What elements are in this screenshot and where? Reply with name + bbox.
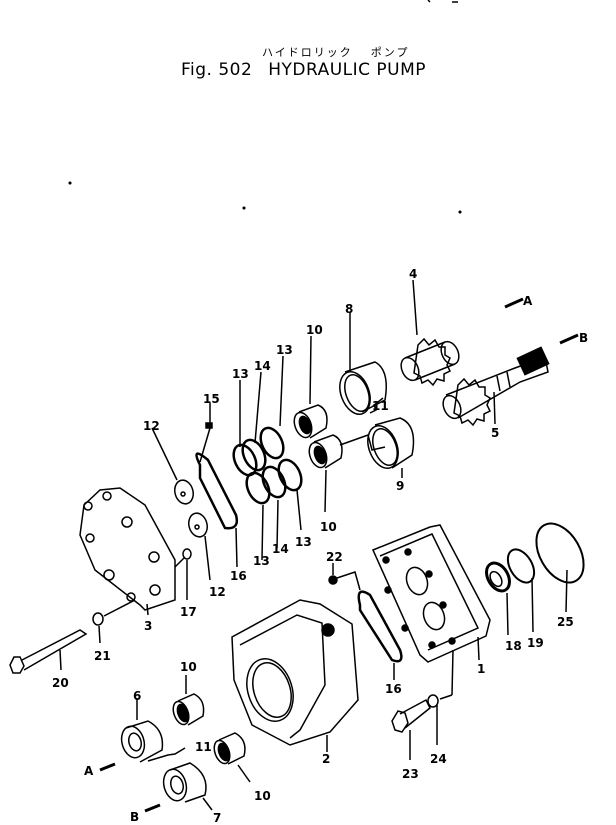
callout-5: 5 bbox=[491, 426, 500, 440]
part-6-7-lower-bushings bbox=[99, 675, 251, 813]
part-22-plug bbox=[328, 563, 361, 591]
title-jp-word-2: ポンプ bbox=[370, 46, 410, 59]
part-1-rear-cover bbox=[371, 524, 491, 696]
title-japanese: ハイドロリック ポンプ bbox=[262, 44, 409, 60]
part-12-wear-plates bbox=[151, 427, 211, 581]
callout-19: 19 bbox=[527, 636, 544, 650]
callout-13-a: 13 bbox=[232, 367, 249, 381]
callout-16-a: 16 bbox=[230, 569, 247, 583]
figure-title-text: HYDRAULIC PUMP bbox=[268, 60, 427, 80]
part-23-24-bolt-washer bbox=[391, 694, 453, 760]
callout-10-upper: 10 bbox=[306, 323, 323, 337]
part-9-bushing bbox=[367, 417, 415, 478]
callout-13-d: 13 bbox=[253, 554, 270, 568]
callout-20: 20 bbox=[52, 676, 69, 690]
callout-16-b: 16 bbox=[385, 682, 402, 696]
callout-arrow-b-lower: B bbox=[130, 810, 140, 824]
callout-4: 4 bbox=[409, 267, 418, 281]
callout-arrow-a: A bbox=[523, 294, 533, 308]
callout-24: 24 bbox=[430, 752, 447, 766]
part-3-front-cover bbox=[79, 487, 192, 616]
callout-10-lower-a: 10 bbox=[180, 660, 197, 674]
callout-arrow-b: B bbox=[579, 331, 589, 345]
callout-14-a: 14 bbox=[254, 359, 271, 373]
callout-9: 9 bbox=[396, 479, 405, 493]
callout-1: 1 bbox=[477, 662, 486, 676]
callout-11-lower: 11 bbox=[195, 740, 212, 754]
part-16-rear-gasket bbox=[357, 590, 403, 663]
callout-25: 25 bbox=[557, 615, 574, 629]
figure-number: Fig. 502 bbox=[181, 60, 253, 80]
callout-22: 22 bbox=[326, 550, 343, 564]
callout-12-b: 12 bbox=[209, 585, 226, 599]
callout-arrow-a-lower: A bbox=[84, 764, 94, 778]
callout-15: 15 bbox=[203, 392, 220, 406]
callout-11-upper: 11 bbox=[372, 399, 389, 413]
title-jp-word-1: ハイドロリック bbox=[262, 46, 353, 59]
callout-12-a: 12 bbox=[143, 419, 160, 433]
callout-2: 2 bbox=[322, 752, 331, 766]
callout-21: 21 bbox=[94, 649, 111, 663]
part-20-21-bolt-washer bbox=[9, 599, 136, 674]
part-8-bushing bbox=[339, 312, 387, 415]
part-2-gear-housing bbox=[231, 599, 359, 752]
part-18-19-25-seals bbox=[485, 522, 585, 636]
callout-10-lower-b: 10 bbox=[254, 789, 271, 803]
figure-title: Fig. 502 HYDRAULIC PUMP bbox=[181, 60, 426, 80]
part-5-drive-shaft bbox=[442, 346, 550, 427]
part-4-driven-gear bbox=[400, 279, 460, 387]
callout-18: 18 bbox=[505, 639, 522, 653]
callout-6: 6 bbox=[133, 689, 142, 703]
callout-13-c: 13 bbox=[295, 535, 312, 549]
part-15-16-pin-gasket bbox=[195, 403, 239, 568]
callout-13-b: 13 bbox=[276, 343, 293, 357]
callout-8: 8 bbox=[345, 302, 354, 316]
parts-13-14-seal-rings bbox=[232, 355, 303, 561]
callout-10-mid: 10 bbox=[320, 520, 337, 534]
callout-3: 3 bbox=[144, 619, 153, 633]
callout-14-b: 14 bbox=[272, 542, 289, 556]
callout-23: 23 bbox=[402, 767, 419, 781]
callout-17: 17 bbox=[180, 605, 197, 619]
callout-7: 7 bbox=[213, 811, 222, 825]
part-10-needle-bearings bbox=[293, 335, 386, 513]
